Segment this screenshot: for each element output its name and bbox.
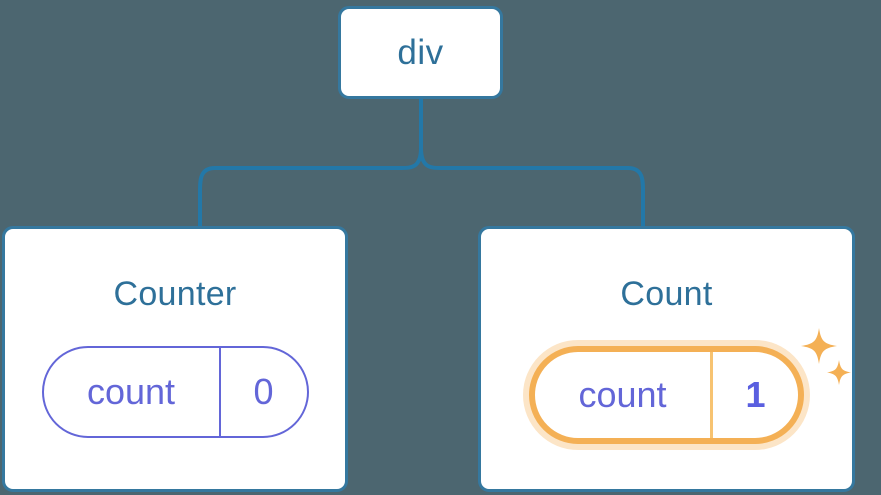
node-count[interactable]: Count count 1 bbox=[478, 226, 855, 492]
node-count-title: Count bbox=[620, 275, 713, 313]
sparkles-icon bbox=[801, 328, 851, 385]
count-prop-wrap: count 1 bbox=[529, 328, 851, 444]
root-node-label: div bbox=[397, 32, 444, 72]
prop-value-label: 1 bbox=[710, 352, 798, 438]
node-counter-title: Counter bbox=[113, 275, 237, 313]
prop-pill-count-highlighted[interactable]: count 1 bbox=[529, 346, 804, 444]
prop-key-label: count bbox=[578, 374, 667, 415]
node-counter[interactable]: Counter count 0 bbox=[2, 226, 348, 492]
prop-pill-count[interactable]: count 0 bbox=[41, 346, 309, 438]
counter-prop-wrap: count 0 bbox=[41, 346, 309, 438]
node-root-div[interactable]: div bbox=[338, 6, 503, 99]
prop-key-label: count bbox=[86, 371, 176, 412]
prop-value-label: 0 bbox=[218, 348, 307, 436]
